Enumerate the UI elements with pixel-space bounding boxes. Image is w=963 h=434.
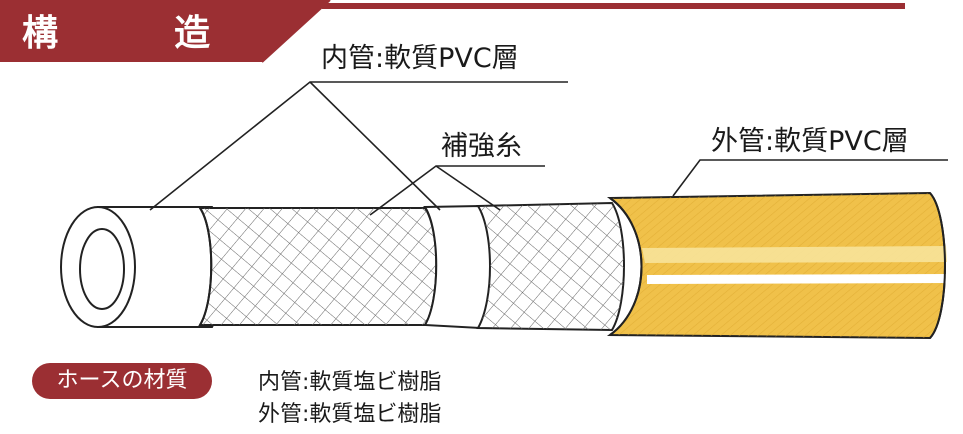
outer-material-text: 外管:軟質塩ビ樹脂: [258, 402, 442, 427]
outer-tube: [606, 191, 947, 340]
header-banner: [0, 0, 905, 63]
reinforcement-label: 補強糸: [441, 131, 522, 162]
hose-bore: [79, 228, 125, 310]
inner-material-text: 内管:軟質塩ビ樹脂: [258, 370, 442, 395]
section-header: 構 造: [0, 0, 963, 70]
page-title: 構 造: [22, 13, 251, 54]
material-badge: ホースの材質: [32, 363, 212, 399]
inner-tube-label: 内管:軟質PVC層: [321, 43, 519, 74]
leader-lines: [149, 81, 948, 216]
reinforcement-braid-1: [198, 207, 438, 326]
outer-tube-label: 外管:軟質PVC層: [711, 126, 909, 157]
reinforcement-braid-2: [476, 201, 625, 332]
